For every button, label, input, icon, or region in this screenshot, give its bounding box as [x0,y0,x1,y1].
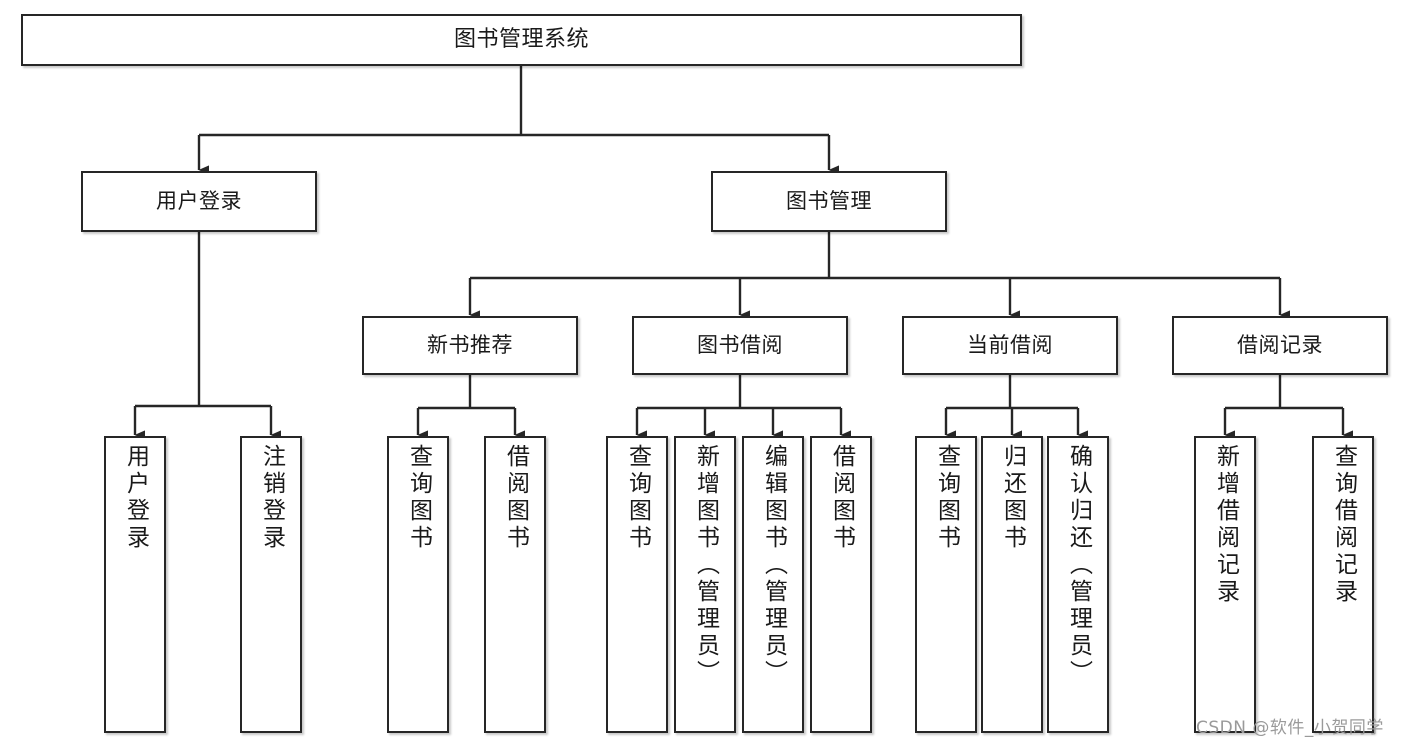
node-n-current-borrow: 当前借阅 [902,316,1118,375]
node-label: 新书推荐 [427,333,513,358]
node-label: 当前借阅 [967,333,1053,358]
node-l-rec-borrow-book: 借阅图书 [484,436,546,733]
node-l-bb-edit-book: 编辑图书（管理员） [742,436,804,733]
node-label: 确认归还（管理员） [1065,444,1092,687]
node-n-book-borrow: 图书借阅 [632,316,848,375]
node-l-cb-return-book: 归还图书 [981,436,1043,733]
edge-paths [133,66,1353,440]
node-l-user-login: 用户登录 [104,436,166,733]
csdn-watermark: CSDN @软件_小贺同学 [1196,718,1384,738]
node-l-rec-query-book: 查询图书 [387,436,449,733]
node-label: 借阅图书 [502,444,529,552]
node-label: 借阅记录 [1237,333,1323,358]
node-l-bb-borrow-book: 借阅图书 [810,436,872,733]
node-label: 借阅图书 [828,444,855,552]
node-n-new-book-rec: 新书推荐 [362,316,578,375]
node-n-borrow-record: 借阅记录 [1172,316,1388,375]
node-label: 注销登录 [258,444,285,552]
node-label: 图书管理 [786,189,872,214]
node-label: 用户登录 [156,189,242,214]
node-label: 查询图书 [405,444,432,552]
node-label: 查询图书 [624,444,651,552]
node-l-cb-confirm-return: 确认归还（管理员） [1047,436,1109,733]
node-l-bb-add-book: 新增图书（管理员） [674,436,736,733]
node-l-cb-query-book: 查询图书 [915,436,977,733]
node-label: 新增图书（管理员） [692,444,719,687]
node-label: 查询借阅记录 [1330,444,1357,606]
node-label: 用户登录 [122,444,149,552]
node-l-br-add-record: 新增借阅记录 [1194,436,1256,733]
node-label: 新增借阅记录 [1212,444,1239,606]
node-root: 图书管理系统 [21,14,1022,66]
node-label: 归还图书 [999,444,1026,552]
node-label: 查询图书 [933,444,960,552]
node-label: 编辑图书（管理员） [760,444,787,687]
node-label: 图书管理系统 [453,27,589,53]
node-n-book-mgmt: 图书管理 [711,171,947,232]
node-label: 图书借阅 [697,333,783,358]
node-l-user-logout: 注销登录 [240,436,302,733]
node-n-user-login: 用户登录 [81,171,317,232]
node-l-bb-query-book: 查询图书 [606,436,668,733]
node-l-br-query-record: 查询借阅记录 [1312,436,1374,733]
